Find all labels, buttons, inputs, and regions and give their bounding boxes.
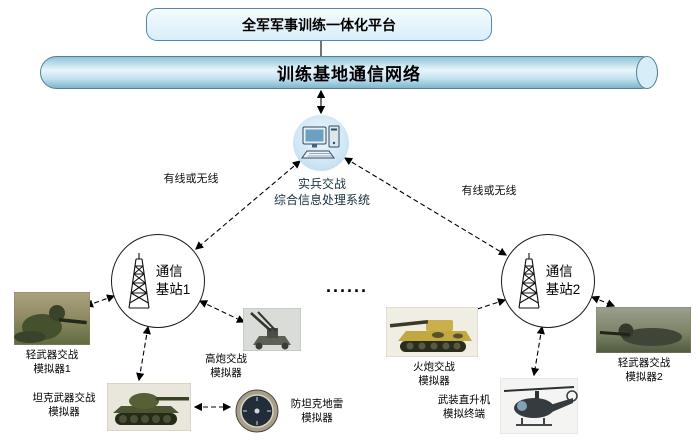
platform-box: 全军军事训练一体化平台	[146, 8, 492, 41]
network-label: 训练基地通信网络	[277, 65, 421, 84]
base-station-2: 通信 基站2	[501, 234, 595, 328]
arrow-station1-tank	[136, 325, 151, 382]
processor-node	[293, 115, 349, 171]
link-label-right: 有线或无线	[461, 185, 517, 197]
aa-gun-simulator-image	[243, 308, 301, 351]
antenna-tower-icon	[518, 253, 540, 309]
artillery-simulator-image	[386, 307, 478, 357]
anti-tank-mine-simulator-label: 防坦克地雷 模拟器	[290, 398, 344, 424]
light-weapons-simulator-2-label: 轻武器交战 模拟器2	[617, 357, 671, 383]
base-station-2-label: 通信 基站2	[545, 264, 581, 297]
base-station-1-label: 通信 基站1	[155, 264, 191, 297]
helicopter-terminal-label: 武装直升机 模拟终端	[437, 394, 491, 420]
desktop-computer-icon	[301, 125, 340, 159]
soldier-photo	[596, 307, 691, 353]
platform-label: 全军军事训练一体化平台	[242, 16, 396, 33]
more-stations-ellipsis: ......	[325, 276, 368, 296]
arrow-station1-soldier1	[84, 294, 116, 308]
light-weapons-simulator-2-image	[596, 307, 691, 353]
light-weapons-simulator-1-label: 轻武器交战 模拟器1	[25, 349, 79, 375]
artillery-simulator-label: 火炮交战 模拟器	[413, 361, 455, 387]
anti-aircraft-gun-photo	[243, 308, 301, 351]
link-label-left: 有线或无线	[163, 173, 219, 185]
cylinder-end-cap	[636, 56, 658, 89]
network-cylinder: 训练基地通信网络	[40, 56, 658, 89]
soldier-photo	[14, 292, 90, 345]
tank-weapons-simulator-label: 坦克武器交战 模拟器	[32, 392, 96, 418]
arrow-station1-aagun	[198, 300, 246, 323]
base-station-1: 通信 基站1	[111, 234, 205, 328]
helicopter-terminal-image	[500, 378, 578, 434]
tank-weapons-simulator-image	[107, 383, 191, 431]
artillery-photo	[386, 307, 478, 357]
anti-tank-mine-simulator-image	[234, 388, 280, 434]
processor-label: 实兵交战 综合信息处理系统	[273, 177, 370, 208]
mine-compass-photo	[235, 389, 279, 433]
antenna-tower-icon	[128, 253, 150, 309]
aa-gun-simulator-label: 高炮交战 模拟器	[205, 353, 247, 379]
attack-helicopter-photo	[500, 378, 578, 434]
arrow-station2-soldier2	[590, 295, 616, 308]
tank-photo	[107, 383, 191, 431]
light-weapons-simulator-1-image	[14, 292, 90, 345]
arrow-station2-helicopter	[531, 325, 545, 377]
